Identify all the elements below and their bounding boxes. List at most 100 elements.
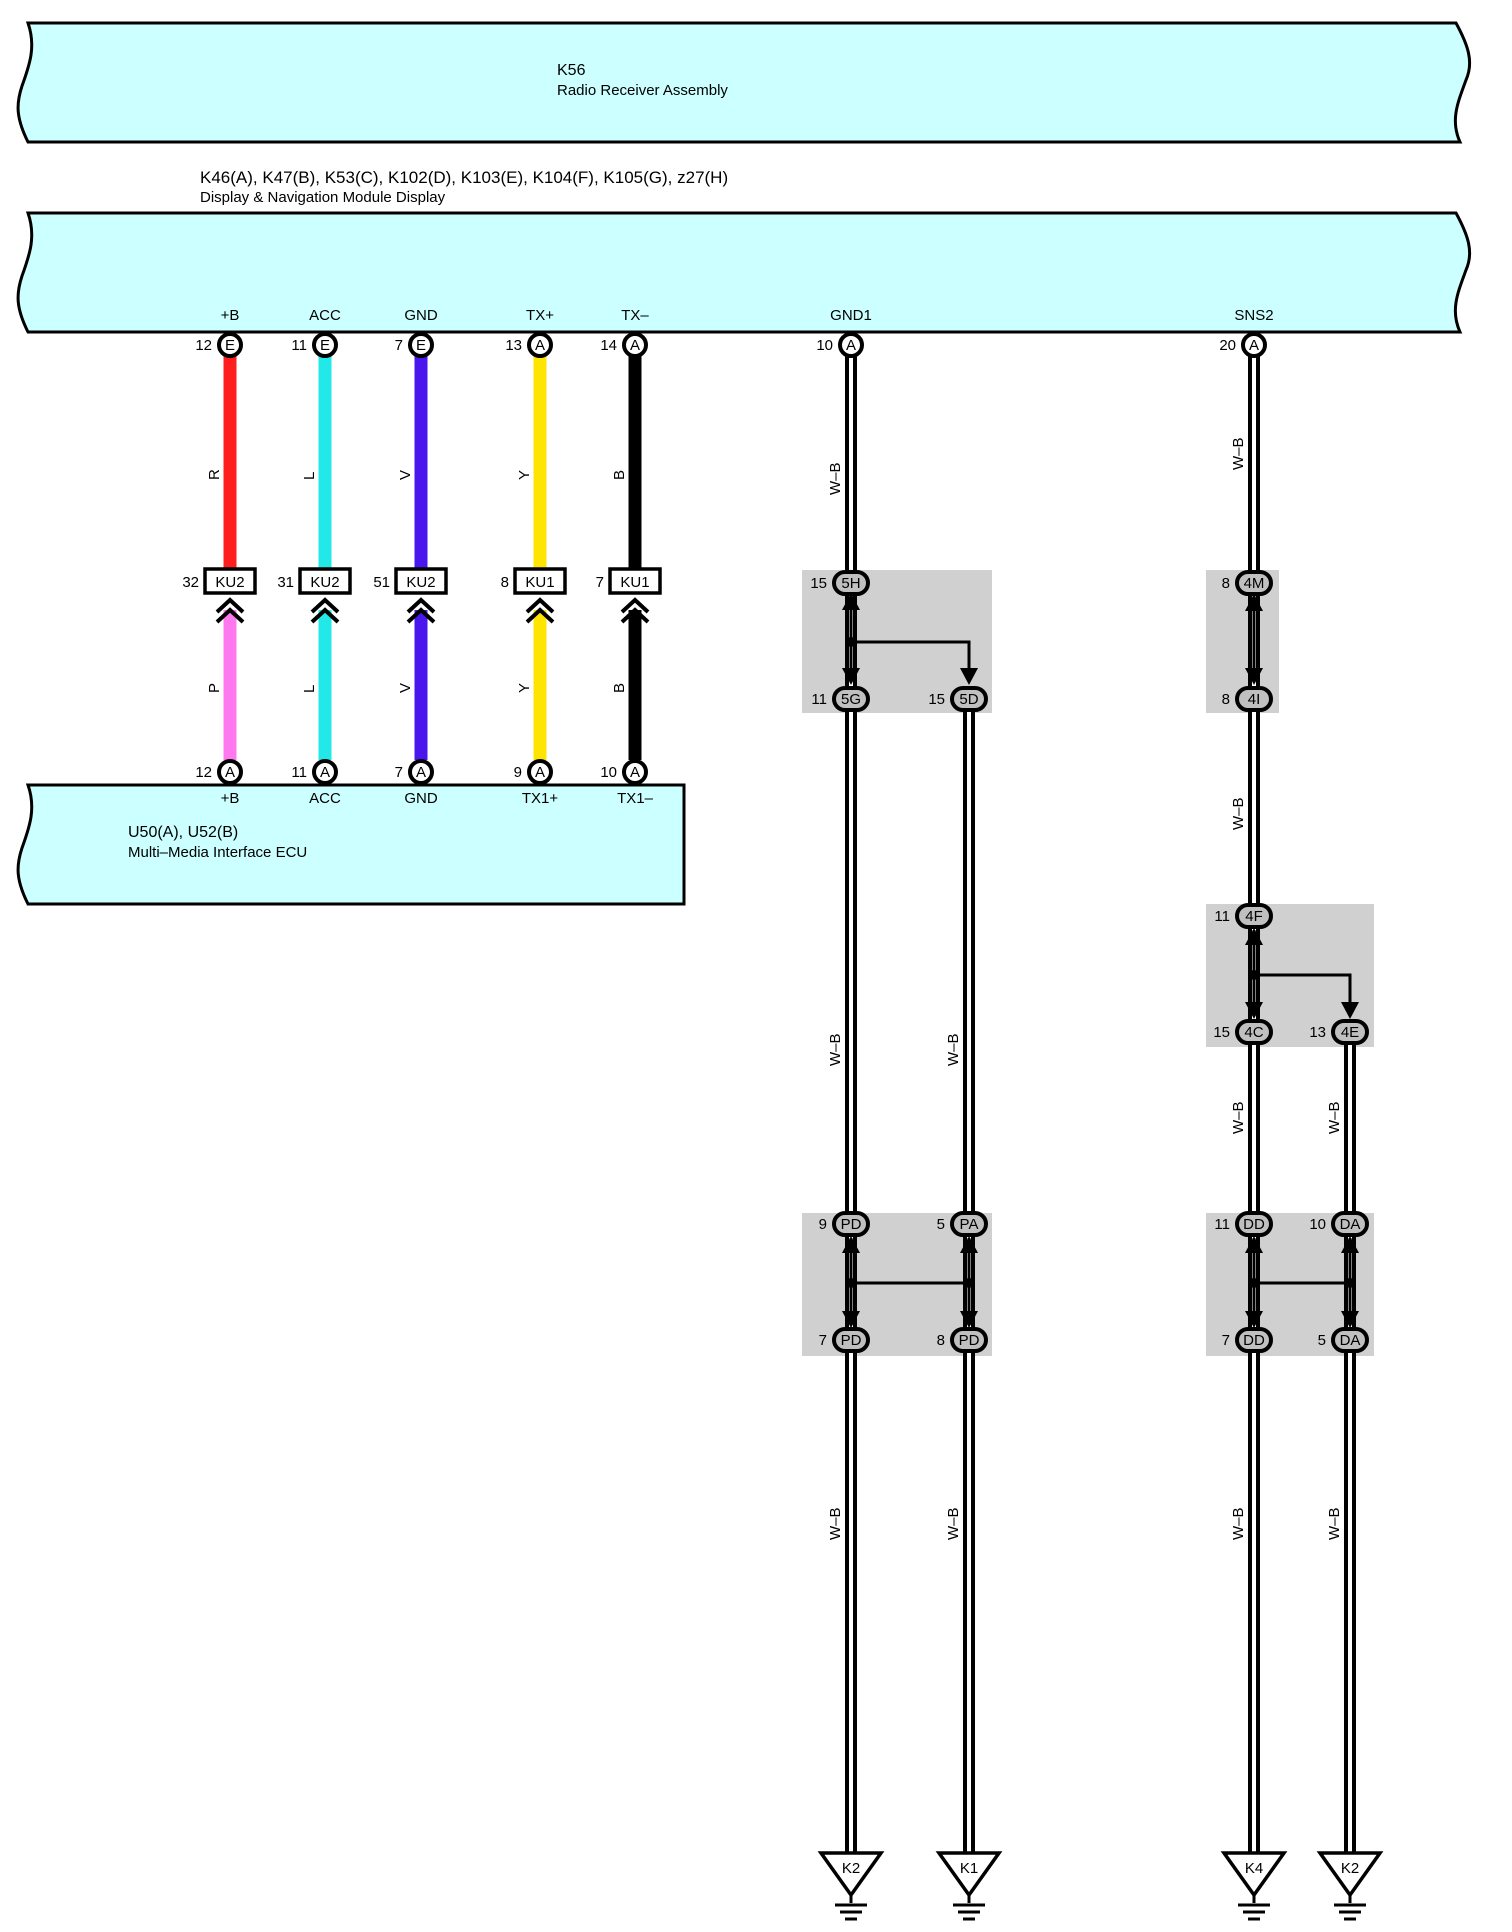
wire-code-upper-4: Y: [516, 470, 533, 480]
junction-jd-br-shape: [1331, 1327, 1369, 1353]
display-pin-5-pin: 10: [816, 337, 833, 354]
wire-code-upper-5: B: [611, 470, 628, 480]
display-pin-6: A20: [1219, 332, 1267, 358]
radio-receiver-code: K56: [557, 62, 586, 79]
display-pin-2-pin: 7: [395, 337, 403, 354]
junction-j4m-top-shape: [1235, 570, 1273, 596]
display-pin-name-2: GND: [404, 307, 438, 324]
junction-j4f-top-shape: [1235, 903, 1273, 929]
mmi-pin-2-conn: A: [416, 764, 426, 781]
inline-connector-4: KU1 7: [596, 567, 662, 595]
display-pin-name-3: TX+: [526, 307, 554, 324]
mmi-pin-4: A 10: [600, 759, 648, 785]
display-pin-5-circle: [838, 332, 864, 358]
junction-j4f-left-code: 4C: [1244, 1024, 1263, 1041]
mmi-pin-1-pin: 11: [291, 764, 307, 781]
display-module-code: K46(A), K47(B), K53(C), K102(D), K103(E)…: [200, 168, 728, 187]
ground-2-triangle: [1220, 1851, 1288, 1899]
junction-j4f-right-code: 4E: [1341, 1024, 1359, 1041]
junction-jp-bl-code: PD: [841, 1332, 862, 1349]
junction-j4f-left: 4C 15: [1213, 1019, 1273, 1045]
junction-j4f-top-pin: 11: [1214, 908, 1230, 925]
mmi-pin-4-conn: A: [630, 764, 640, 781]
mmi-pin-3: A9: [514, 759, 553, 785]
display-pin-0: E12: [195, 332, 243, 358]
upper-wires: [223, 356, 642, 568]
junction-j4m-top: 4M8: [1222, 570, 1273, 596]
ground-3-triangle: [1316, 1851, 1384, 1899]
display-pin-4-circle: [622, 332, 648, 358]
display-pin-6-pin: 20: [1219, 337, 1236, 354]
mmi-pin-1-circle: [312, 759, 338, 785]
display-pin-name-6: SNS2: [1234, 307, 1273, 324]
mmi-pin-3-circle: [527, 759, 553, 785]
ground-0-label: K2: [842, 1860, 860, 1877]
inline-connector-1-pin: 31: [277, 574, 294, 591]
mmi-pin-name-1: ACC: [309, 790, 341, 807]
junction-j4f-top-code: 4F: [1245, 908, 1263, 925]
junction-jd-bl-code: DD: [1243, 1332, 1265, 1349]
junction-j5-right-shape: [950, 686, 988, 712]
junction-jp-tr-pin: 5: [937, 1216, 945, 1233]
junction-jd-br-code: DA: [1340, 1332, 1361, 1349]
wire-code-lower-4: Y: [516, 683, 533, 693]
display-pin-0-circle: [217, 332, 243, 358]
display-pin-3-circle: [527, 332, 553, 358]
lower-wires: [223, 610, 642, 760]
wire-code-sns2-mid: W–B: [1230, 797, 1247, 830]
inline-connector-0-shape: [203, 567, 257, 595]
wire-code-lower-3: V: [397, 683, 414, 693]
inline-connector-4-code: KU1: [620, 574, 649, 591]
ground-0: K2: [817, 1851, 885, 1921]
wire-code-upper-3: V: [397, 470, 414, 480]
inline-connector-4-pin: 7: [596, 574, 604, 591]
mmi-pin-1: A11: [291, 759, 338, 785]
junction-jp-tl: PD9: [819, 1211, 870, 1237]
junction-j4m-bot-code: 4I: [1248, 691, 1261, 708]
inline-connector-4-shape: [608, 567, 662, 595]
junction-jd-bl-pin: 7: [1222, 1332, 1230, 1349]
junction-jd-tr-code: DA: [1340, 1216, 1361, 1233]
mmi-ecu-block: [16, 783, 686, 906]
mmi-pin-3-conn: A: [535, 764, 545, 781]
mmi-pin-2-circle: [408, 759, 434, 785]
junction-jp-tl-pin: 9: [819, 1216, 827, 1233]
junction-jp-bl-shape: [832, 1327, 870, 1353]
display-pin-2-circle: [408, 332, 434, 358]
display-pin-1-pin: 11: [291, 337, 307, 354]
mmi-ecu-name: Multi–Media Interface ECU: [128, 844, 307, 861]
junction-dots: [846, 637, 1355, 1288]
junction-jd-tl-code: DD: [1243, 1216, 1265, 1233]
junction-jd-tl-shape: [1235, 1211, 1273, 1237]
display-pin-3: A13: [505, 332, 553, 358]
junction-jd-tl-pin: 11: [1214, 1216, 1230, 1233]
display-pin-4: A14: [600, 332, 648, 358]
display-pin-1-circle: [312, 332, 338, 358]
ground-0-triangle: [817, 1851, 885, 1899]
junction-j4f-top: 4F 11: [1214, 903, 1273, 929]
display-pin-4-pin: 14: [600, 337, 617, 354]
wire-code-upper-1: R: [206, 469, 223, 480]
display-pin-name-4: TX–: [621, 307, 649, 324]
inline-chevrons: [215, 597, 650, 624]
ground-2-label: K4: [1245, 1860, 1263, 1877]
mmi-pin-0: A12: [195, 759, 243, 785]
junction-jp-br-pin: 8: [937, 1332, 945, 1349]
radio-receiver-block: [16, 21, 1472, 144]
dynamic-layer: +BE12ACCE11GNDE7TX+A13TX–A14GND1A10SNS2A…: [182, 307, 1384, 1921]
mmi-pin-0-conn: A: [225, 764, 235, 781]
mmi-pin-2-pin: 7: [395, 764, 403, 781]
junction-j4f-left-pin: 15: [1213, 1024, 1230, 1041]
inline-connector-2-shape: [394, 567, 448, 595]
inline-connector-1-code: KU2: [310, 574, 339, 591]
wire-code-col-c-mid: W–B: [1230, 1101, 1247, 1134]
display-pin-0-conn: E: [225, 337, 235, 354]
ground-3: K2: [1316, 1851, 1384, 1921]
radio-receiver-name: Radio Receiver Assembly: [557, 82, 728, 99]
mmi-pin-4-pin: 10: [600, 764, 617, 781]
junction-jd-tl: DD 11: [1214, 1211, 1273, 1237]
